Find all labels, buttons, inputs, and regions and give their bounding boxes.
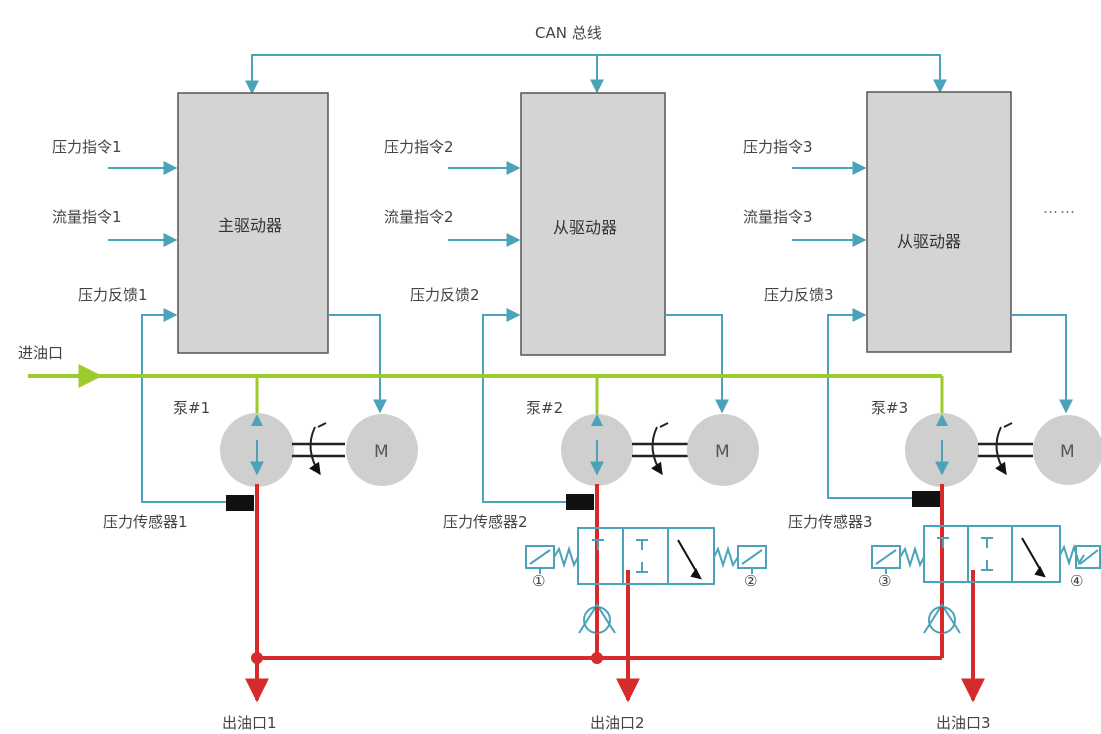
directional-valve-3: [871, 525, 1101, 583]
motor-3: [1033, 415, 1101, 485]
pump-unit-1: M: [220, 413, 418, 487]
pressure-fb-label-1: 压力反馈1: [78, 286, 148, 304]
pressure-sensor-3: [912, 491, 940, 507]
outlet-label-2: 出油口2: [590, 714, 645, 732]
sensor-label-2: 压力传感器2: [443, 513, 528, 531]
valve-3-center-marks: [937, 537, 993, 571]
valve-3-solenoid-right-mark: [1079, 549, 1099, 565]
feedback-line-1: [141, 308, 228, 503]
valve-2-solenoid-left-mark: [529, 549, 551, 565]
pressure-fb-label-3: 压力反馈3: [764, 286, 834, 304]
pressure-cmd-label-2: 压力指令2: [384, 138, 454, 156]
check-valve-3-seat: [923, 603, 961, 634]
valve-3-solenoid-right: [1075, 545, 1101, 569]
motor-3-label: M: [1060, 442, 1075, 462]
can-bus: [245, 54, 947, 95]
pump-1-flow-icon: [251, 414, 263, 426]
rotation-2-tail: [659, 422, 669, 428]
motor-2-label: M: [715, 442, 730, 462]
valve-2-center-marks: [592, 539, 648, 573]
valve-3-port-right: ④: [1070, 572, 1083, 590]
oil-inlet: [28, 364, 944, 414]
valve-2-solenoid-right-mark: [741, 549, 763, 565]
pump-label-3: 泵#3: [871, 399, 908, 417]
rotation-3-icon: [995, 426, 1007, 475]
rotation-1-tail: [317, 422, 327, 428]
command-inputs: [108, 161, 867, 247]
driver-label-1: 主驱动器: [218, 216, 282, 235]
valve-2-spring-right: [713, 545, 739, 569]
valve-3-solenoid-left-mark: [875, 549, 897, 565]
pump-label-1: 泵#1: [173, 399, 210, 417]
driver-blocks: 主驱动器 从驱动器 从驱动器: [177, 91, 1012, 356]
flow-cmd-label-1: 流量指令1: [52, 208, 122, 226]
flow-cmd-label-3: 流量指令3: [743, 208, 813, 226]
outlet-label-3: 出油口3: [936, 714, 991, 732]
junction-1: [251, 652, 263, 664]
rotation-2-icon: [651, 426, 663, 475]
pump-label-2: 泵#2: [526, 399, 563, 417]
pressure-cmd-label-3: 压力指令3: [743, 138, 813, 156]
pump-unit-3: M: [905, 413, 1101, 487]
valve-3-port-left: ③: [878, 572, 891, 590]
flow-cmd-label-2: 流量指令2: [384, 208, 454, 226]
feedback-line-2: [482, 308, 568, 503]
check-valve-2-seat: [578, 603, 616, 634]
valve-2-port-left: ①: [532, 572, 545, 590]
valve-3-spring-left: [899, 545, 925, 569]
valve-3-spring-right: [1059, 543, 1085, 567]
rotation-3-tail: [1003, 422, 1013, 428]
sensor-label-1: 压力传感器1: [103, 513, 188, 531]
driver-label-2: 从驱动器: [553, 218, 617, 237]
driver-block-3: [866, 91, 1012, 353]
pressure-sensor-1: [226, 495, 254, 511]
motor-2: [687, 414, 759, 486]
motor-line-3: [1011, 314, 1073, 414]
can-bus-label: CAN 总线: [535, 24, 602, 42]
inlet-label: 进油口: [18, 344, 63, 362]
valve-2-spring-left: [553, 545, 579, 569]
sensor-label-3: 压力传感器3: [788, 513, 873, 531]
continuation-dots: ……: [1043, 199, 1077, 217]
valve-2-arrow-icon: [690, 568, 702, 580]
motor-line-1: [328, 314, 387, 414]
pump-unit-2: M: [561, 414, 759, 486]
valve-3-arrow-icon: [1034, 566, 1046, 578]
pump-3-flow-icon: [936, 414, 948, 426]
directional-valve-2: [525, 527, 767, 585]
motor-line-2: [665, 314, 729, 414]
junction-2: [591, 652, 603, 664]
feedback-lines: [141, 308, 914, 503]
outlet-label-1: 出油口1: [222, 714, 277, 732]
driver-block-2: [520, 92, 666, 356]
driver-label-3: 从驱动器: [897, 232, 961, 251]
rotation-1-icon: [309, 426, 321, 475]
pressure-cmd-label-1: 压力指令1: [52, 138, 122, 156]
pressure-fb-label-2: 压力反馈2: [410, 286, 480, 304]
motor-1-label: M: [374, 442, 389, 462]
valve-2-port-right: ②: [744, 572, 757, 590]
driver-block-1: [177, 92, 329, 354]
motor-drive-lines: [328, 314, 1073, 414]
pressure-sensor-2: [566, 494, 594, 510]
feedback-line-3: [827, 308, 914, 499]
motor-1: [346, 414, 418, 486]
pump-2-flow-icon: [591, 414, 603, 426]
